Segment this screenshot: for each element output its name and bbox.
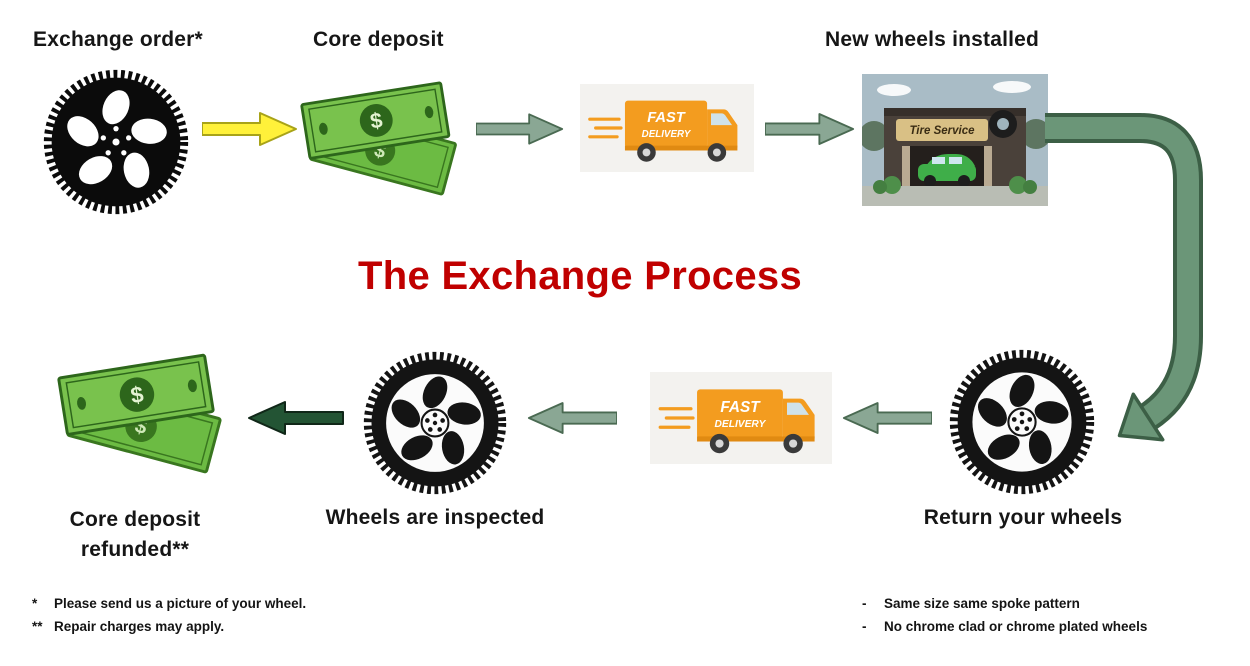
label-core-deposit-refunded-line1: Core deposit (69, 508, 201, 531)
footnotes-left: * Please send us a picture of your wheel… (32, 596, 306, 642)
arrow-right-yellow-icon (202, 109, 298, 149)
arrow-left-dark-green-icon (246, 398, 344, 438)
label-core-deposit: Core deposit (313, 28, 444, 51)
footnote-text: Same size same spoke pattern (884, 596, 1080, 611)
footnote: * Please send us a picture of your wheel… (32, 596, 306, 611)
money-bills-graphic: $ $ (300, 81, 457, 196)
arrow-right-green-icon (765, 109, 855, 149)
money-bills-graphic: $ $ (57, 353, 222, 474)
dollar-sign: $ (129, 382, 146, 409)
label-core-deposit-refunded-line2: refunded** (80, 538, 190, 562)
truck-text-delivery: DELIVERY (642, 129, 692, 140)
delivery-truck-graphic: FAST DELIVERY (650, 372, 832, 464)
delivery-truck-icon: FAST DELIVERY (578, 84, 756, 172)
footnote: ** Repair charges may apply. (32, 619, 306, 634)
delivery-truck-graphic: FAST DELIVERY (579, 84, 755, 172)
label-core-deposit-refunded: Core deposit refunded** (25, 505, 245, 566)
label-wheels-are-inspected: Wheels are inspected (325, 506, 545, 529)
white-wheel-graphic (949, 349, 1095, 495)
black-wheel-icon (42, 68, 190, 216)
footnote-marker: - (862, 596, 867, 611)
tire-service-shop-icon: Tire Service (862, 74, 1048, 206)
label-return-your-wheels: Return your wheels (923, 506, 1123, 529)
truck-text-delivery: DELIVERY (715, 419, 767, 430)
black-wheel-graphic (43, 69, 189, 215)
white-wheel-inspected-icon (362, 350, 508, 496)
page-title: The Exchange Process (358, 254, 802, 298)
arrow-right-green-icon (476, 109, 564, 149)
white-wheel-graphic (363, 351, 507, 495)
money-bills-refund-icon: $ $ (52, 348, 234, 476)
arrow-left-green-icon (527, 398, 617, 438)
truck-text-fast: FAST (647, 110, 686, 126)
dollar-sign: $ (368, 107, 384, 134)
footnote-text: Please send us a picture of your wheel. (54, 596, 307, 611)
footnote-marker: * (32, 596, 38, 611)
footnote-text: No chrome clad or chrome plated wheels (884, 619, 1148, 634)
footnotes-right: - Same size same spoke pattern - No chro… (862, 596, 1147, 642)
white-wheel-return-icon (948, 348, 1096, 496)
arrow-curved-down-icon (1045, 98, 1230, 458)
shop-sign-text: Tire Service (909, 125, 975, 137)
footnote-text: Repair charges may apply. (54, 619, 225, 634)
label-new-wheels-installed: New wheels installed (825, 28, 1040, 51)
label-exchange-order: Exchange order* (33, 28, 203, 51)
tire-service-shop-graphic: Tire Service (862, 74, 1048, 206)
footnote: - No chrome clad or chrome plated wheels (862, 619, 1147, 634)
arrow-left-green-icon (842, 398, 932, 438)
delivery-truck-return-icon: FAST DELIVERY (650, 372, 832, 464)
truck-text-fast: FAST (720, 399, 761, 416)
money-bills-icon: $ $ (293, 76, 471, 198)
footnote-marker: ** (32, 619, 43, 634)
footnote-marker: - (862, 619, 867, 634)
footnote: - Same size same spoke pattern (862, 596, 1147, 611)
